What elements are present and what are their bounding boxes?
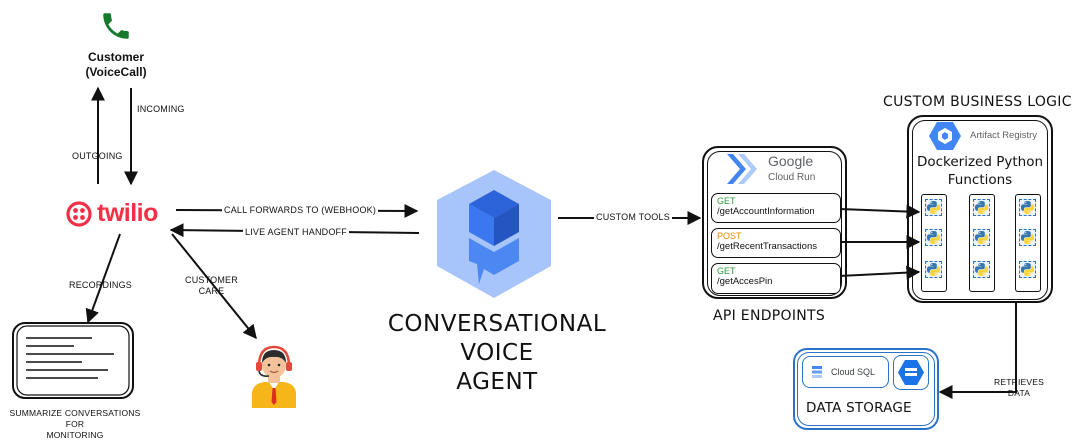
call-forwards-label: CALL FORWARDS TO (WEBHOOK) (222, 205, 379, 215)
python-icon (926, 200, 941, 215)
agent-line3: AGENT (456, 369, 538, 395)
artifact-registry-label: Artifact Registry (970, 130, 1038, 141)
summary-line2: FOR (65, 419, 85, 429)
python-function-cell (973, 199, 990, 216)
endpoint-box-2: GET /getAccesPin (711, 263, 841, 294)
python-icon (1020, 262, 1035, 277)
dialogflow-agent-icon (437, 170, 551, 298)
transcript-document-icon (12, 322, 134, 399)
artifact-registry-icon (929, 122, 961, 150)
twilio-logo-text: twilio (97, 199, 158, 227)
recordings-arrow (85, 233, 121, 324)
endpoint-box-1: POST /getRecentTransactions (711, 228, 841, 258)
endpoint-method-1: POST (717, 231, 742, 241)
cloud-sql-label: Cloud SQL (831, 367, 876, 377)
endpoint-arrow-1 (838, 204, 921, 219)
customer-care-arrow (171, 233, 257, 340)
retrieves-data-arrow (938, 303, 1017, 399)
endpoint-path-1: /getRecentTransactions (717, 241, 817, 252)
phone-icon (103, 13, 129, 39)
database-icon (898, 360, 924, 385)
endpoint-method-0: GET (717, 196, 736, 206)
cloud-run-brand: Google (768, 153, 814, 169)
python-icon (974, 200, 989, 215)
python-function-cell (925, 199, 942, 216)
summary-line1: SUMMARIZE CONVERSATIONS (9, 408, 141, 418)
python-icon (1020, 230, 1035, 245)
customer-title: Customer (87, 50, 144, 64)
python-icon (926, 262, 941, 277)
agent-title: CONVERSATIONAL VOICE AGENT (368, 310, 626, 397)
customer-subtitle: (VoiceCall) (85, 65, 147, 79)
cloud-run-product: Cloud Run (768, 172, 816, 183)
customer-care-label: CUSTOMER CARE (185, 275, 238, 297)
custom-tools-label: CUSTOM TOOLS (594, 212, 672, 222)
customer-node: Customer (VoiceCall) (62, 50, 170, 80)
endpoint-arrow-3 (838, 265, 921, 280)
twilio-logo: twilio (66, 197, 176, 231)
python-function-cell (925, 229, 942, 246)
customer-care-line2: CARE (198, 286, 225, 296)
incoming-label: INCOMING (137, 104, 185, 114)
customer-care-line1: CUSTOMER (185, 275, 238, 285)
python-icon (974, 262, 989, 277)
python-function-cell (1019, 199, 1036, 216)
python-icon (974, 230, 989, 245)
endpoint-box-0: GET /getAccountInformation (711, 193, 841, 223)
functions-label: Dockerized Python Functions (910, 153, 1050, 189)
endpoint-path-2: /getAccesPin (717, 276, 773, 287)
twilio-icon (66, 201, 92, 227)
agent-line2: VOICE (460, 340, 534, 366)
python-function-cell (973, 229, 990, 246)
python-function-cell (1019, 261, 1036, 278)
python-column-3 (1015, 194, 1041, 292)
summary-label: SUMMARIZE CONVERSATIONS FOR MONITORING (0, 408, 150, 441)
outgoing-label: OUTGOING (72, 151, 123, 161)
support-agent-icon (252, 345, 296, 408)
cloud-sql-card: Cloud SQL (802, 356, 889, 388)
api-endpoints-label: API ENDPOINTS (713, 308, 826, 324)
retrieves-line1: RETRIEVES (994, 377, 1044, 387)
python-function-cell (1019, 229, 1036, 246)
database-card (893, 355, 929, 390)
business-logic-title: CUSTOM BUSINESS LOGIC (883, 94, 1072, 110)
business-logic-container (907, 115, 1053, 303)
retrieves-data-label: RETRIEVES DATA (994, 377, 1044, 399)
python-icon (926, 230, 941, 245)
summary-line3: MONITORING (46, 430, 104, 440)
endpoint-path-0: /getAccountInformation (717, 206, 815, 217)
python-column-2 (969, 194, 995, 292)
agent-line1: CONVERSATIONAL (387, 311, 607, 337)
cloud-run-container (702, 146, 847, 299)
python-function-cell (925, 261, 942, 278)
recordings-label: RECORDINGS (69, 280, 133, 290)
python-column-1 (921, 194, 947, 292)
data-storage-container (793, 348, 939, 430)
retrieves-line2: DATA (1007, 388, 1031, 398)
endpoint-method-2: GET (717, 266, 736, 276)
python-function-cell (973, 261, 990, 278)
live-agent-handoff-label: LIVE AGENT HANDOFF (243, 227, 349, 237)
cloud-run-icon (727, 154, 757, 184)
functions-line2: Functions (947, 172, 1013, 188)
data-storage-title: DATA STORAGE (806, 400, 912, 416)
functions-line1: Dockerized Python (916, 154, 1044, 170)
python-icon (1020, 200, 1035, 215)
cloud-sql-icon (812, 366, 822, 378)
